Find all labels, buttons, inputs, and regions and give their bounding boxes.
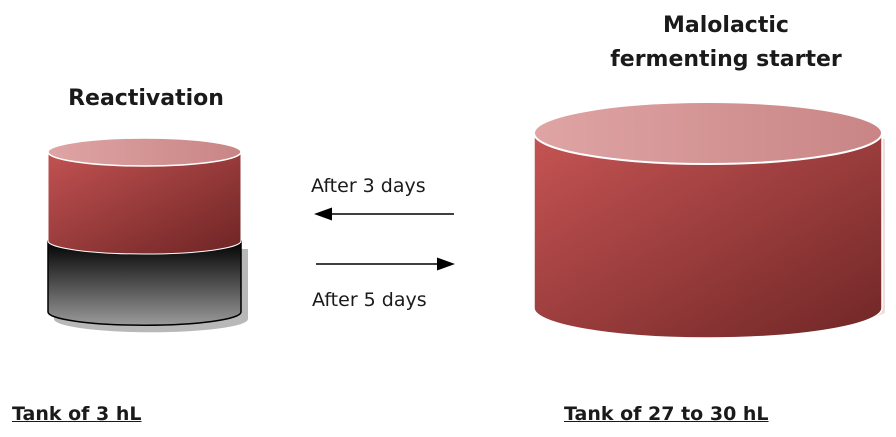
reactivation-title: Reactivation <box>68 86 224 111</box>
malolactic-title-line2: fermenting starter <box>610 47 842 73</box>
small-tank <box>47 137 248 333</box>
large-tank-label: Tank of 27 to 30 hL <box>564 403 769 425</box>
after-3-days-label: After 3 days <box>311 175 426 197</box>
small-tank-lees <box>47 240 242 326</box>
arrow-to-large-tank <box>316 257 455 271</box>
small-tank-label: Tank of 3 hL <box>12 403 142 425</box>
small-tank-top <box>47 137 242 167</box>
malolactic-title-line1: Malolactic <box>663 13 789 38</box>
large-tank-top <box>533 101 883 165</box>
small-tank-wine <box>47 151 242 255</box>
malolactic-title: Malolactic fermenting starter <box>596 9 856 77</box>
large-tank-body <box>533 132 883 339</box>
large-tank <box>533 101 885 339</box>
arrow-to-small-tank <box>314 207 454 221</box>
after-5-days-label: After 5 days <box>312 289 427 311</box>
